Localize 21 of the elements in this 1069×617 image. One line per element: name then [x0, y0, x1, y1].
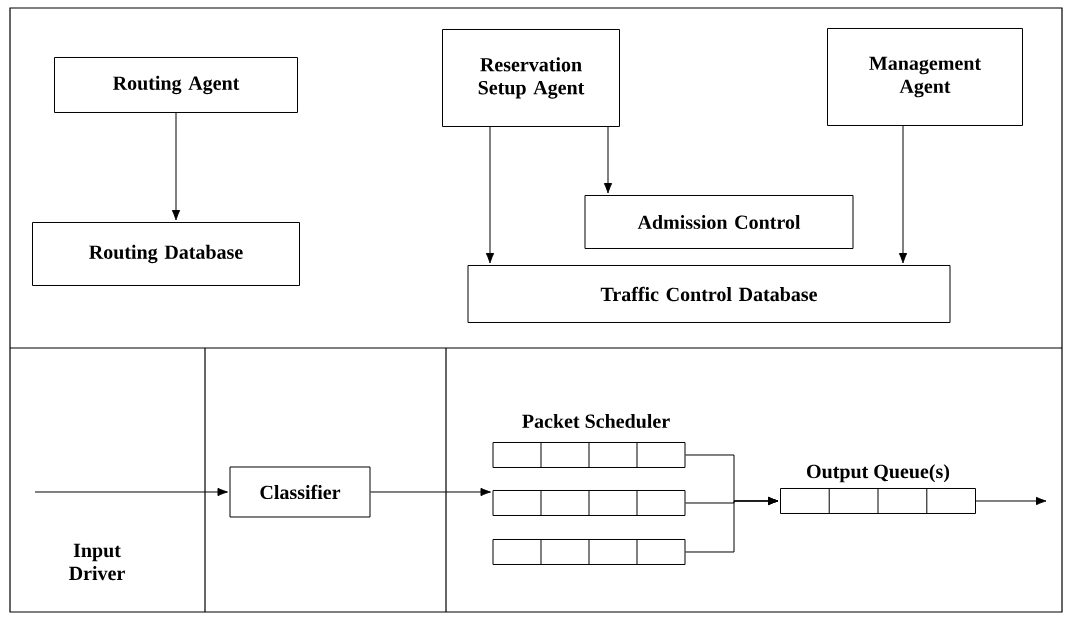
arrow [171, 112, 181, 221]
node-label: Output Queue(s) [807, 464, 950, 483]
process-box: Routing Agent [54, 57, 298, 113]
queue-box [492, 442, 686, 468]
arrow [370, 487, 491, 497]
section-label: Input Driver [69, 543, 125, 581]
queue-box [492, 490, 686, 516]
arrow [485, 126, 495, 264]
arrow [34, 487, 228, 497]
arrow [603, 126, 613, 194]
process-box: Management Agent [827, 28, 1023, 126]
process-box: Classifier [229, 466, 371, 518]
arrow [975, 496, 1047, 506]
queue-box [492, 539, 686, 565]
arrow [685, 496, 779, 553]
arrow [898, 125, 908, 264]
process-box: Traffic Control Database [467, 265, 951, 323]
process-box: Reservation Setup Agent [442, 29, 620, 127]
queue-box: Output Queue(s) [780, 464, 976, 514]
process-box: Routing Database [32, 222, 300, 286]
process-box: Admission Control [584, 195, 854, 249]
